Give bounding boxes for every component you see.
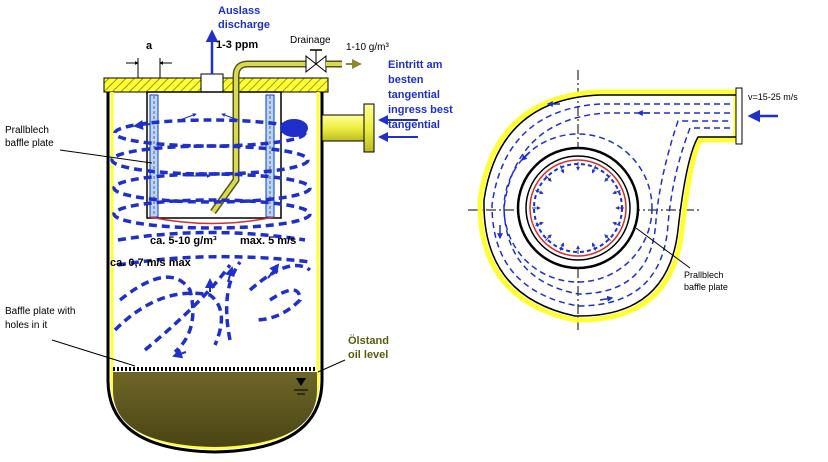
inward-flow-arrow-icon (559, 165, 565, 174)
drainage-label: Drainage (290, 35, 331, 46)
ingress-label-4: ingress best (388, 104, 453, 116)
flow-spiral (491, 103, 730, 307)
vessel-wall (106, 92, 324, 454)
drainage-pipe (210, 49, 362, 215)
baffle-holes-label-2: holes in it (5, 320, 47, 331)
ppm-label: 1-3 ppm (216, 39, 258, 51)
prallblech-label-1: Prallblech (5, 125, 49, 136)
inward-flow-arrow-icon (591, 242, 597, 251)
prallblech-label-2: baffle plate (5, 138, 54, 149)
inward-flow-arrow-icon (591, 165, 597, 174)
inward-flow-arrow-icon (604, 234, 611, 241)
top-view (468, 70, 778, 330)
concentration-label: ca. 5-10 g/m³ (150, 235, 217, 247)
oil-level-marker-icon (296, 378, 306, 386)
leader-prallblech (59, 149, 153, 164)
inward-flow-arrow-icon (612, 221, 621, 227)
inward-flow-arrow-icon (535, 189, 544, 195)
flow-rate-label: 1-10 g/m³ (346, 42, 389, 53)
inlet-flange (321, 103, 375, 153)
right-prallblech-label-2: baffle plate (684, 282, 728, 292)
oil-level-label-2: oil level (348, 349, 388, 361)
oil-level-label-1: Ölstand (348, 334, 389, 347)
velocity-label: v=15-25 m/s (748, 92, 798, 102)
inward-flow-arrow-icon (604, 175, 611, 182)
right-prallblech-label-1: Prallblech (684, 270, 724, 280)
baffle-holes-label-1: Baffle plate with (5, 306, 75, 317)
discharge-label-2: discharge (218, 19, 270, 31)
inward-flow-arrow-icon (559, 242, 565, 251)
inward-flow-arrow-icon (535, 221, 544, 227)
flow-arrows (133, 119, 280, 359)
dimension-a (126, 58, 172, 78)
max-speed-label: max. 5 m/s (240, 235, 296, 247)
inward-flow-arrow-icon (545, 175, 552, 182)
ingress-label-5: tangential (388, 119, 440, 131)
dimension-a-label: a (146, 40, 153, 52)
scroll-housing (477, 89, 739, 323)
speed-label: ca. 0,7 m/s max (110, 257, 192, 269)
vessel (103, 73, 329, 454)
leader-oil-level (317, 359, 346, 373)
inward-flow-arrow-icon (612, 189, 621, 195)
ingress-label-2: besten (388, 74, 424, 86)
oil-body (113, 372, 317, 447)
ingress-label-3: tangential (388, 89, 440, 101)
inward-flow-arrow-icon (545, 234, 552, 241)
inlet-vortex (280, 119, 308, 137)
baffle-cylinder (146, 91, 282, 225)
outlet-nozzle (200, 73, 224, 93)
leader-baffle-holes (51, 339, 136, 367)
discharge-label-1: Auslass (218, 5, 260, 17)
ingress-label-1: Eintritt am (388, 59, 443, 71)
baffle-ring-red (529, 159, 627, 257)
